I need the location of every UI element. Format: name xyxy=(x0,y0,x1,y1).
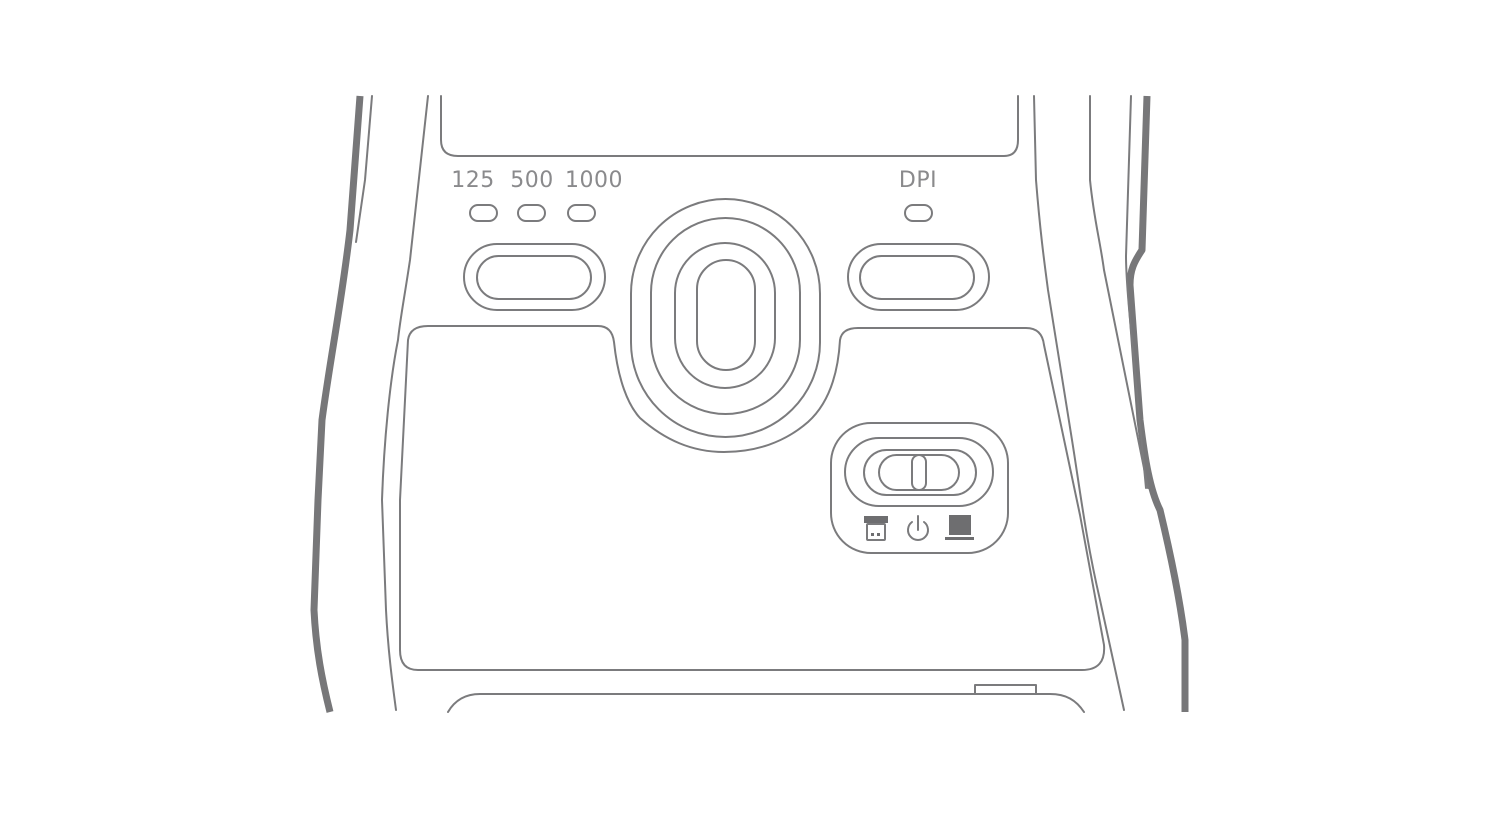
mode-switch[interactable] xyxy=(844,437,994,507)
sensor-ring-middle xyxy=(650,217,801,415)
sensor-ring-outer xyxy=(630,198,821,438)
lower-panel xyxy=(399,325,1106,671)
bottom-tab xyxy=(974,684,1037,695)
mode-switch-knob[interactable] xyxy=(911,454,927,491)
top-panel xyxy=(440,95,1019,157)
dpi-button[interactable] xyxy=(847,243,990,311)
dpi-indicator: DPI xyxy=(899,168,937,222)
shell-outline-left xyxy=(310,95,364,713)
sensor-lens xyxy=(696,259,756,371)
dpi-led xyxy=(904,204,933,222)
polling-rate-button[interactable] xyxy=(463,243,606,311)
polling-rate-label-1000: 1000 xyxy=(565,168,623,193)
polling-rate-label-500: 500 xyxy=(510,168,554,193)
bottom-cover xyxy=(447,693,1085,713)
power-icon xyxy=(907,515,929,541)
polling-rate-led-500 xyxy=(517,204,546,222)
optical-sensor xyxy=(630,198,821,438)
bluetooth-laptop-icon xyxy=(945,515,974,540)
usb-receiver-icon xyxy=(864,516,888,541)
mode-switch-track-inner xyxy=(878,454,960,491)
dpi-label: DPI xyxy=(899,168,937,193)
mode-switch-track-middle xyxy=(863,449,977,496)
mode-switch-track-outer xyxy=(844,437,994,507)
mode-switch-housing xyxy=(830,422,1009,554)
shell-outline-right xyxy=(1126,95,1189,712)
sensor-ring-inner xyxy=(674,242,776,389)
polling-rate-led-125 xyxy=(469,204,498,222)
polling-rate-indicator: 125 500 1000 xyxy=(451,168,623,222)
polling-rate-led-1000 xyxy=(567,204,596,222)
polling-rate-label-125: 125 xyxy=(451,168,495,193)
shell-inner-lines xyxy=(355,95,1149,711)
